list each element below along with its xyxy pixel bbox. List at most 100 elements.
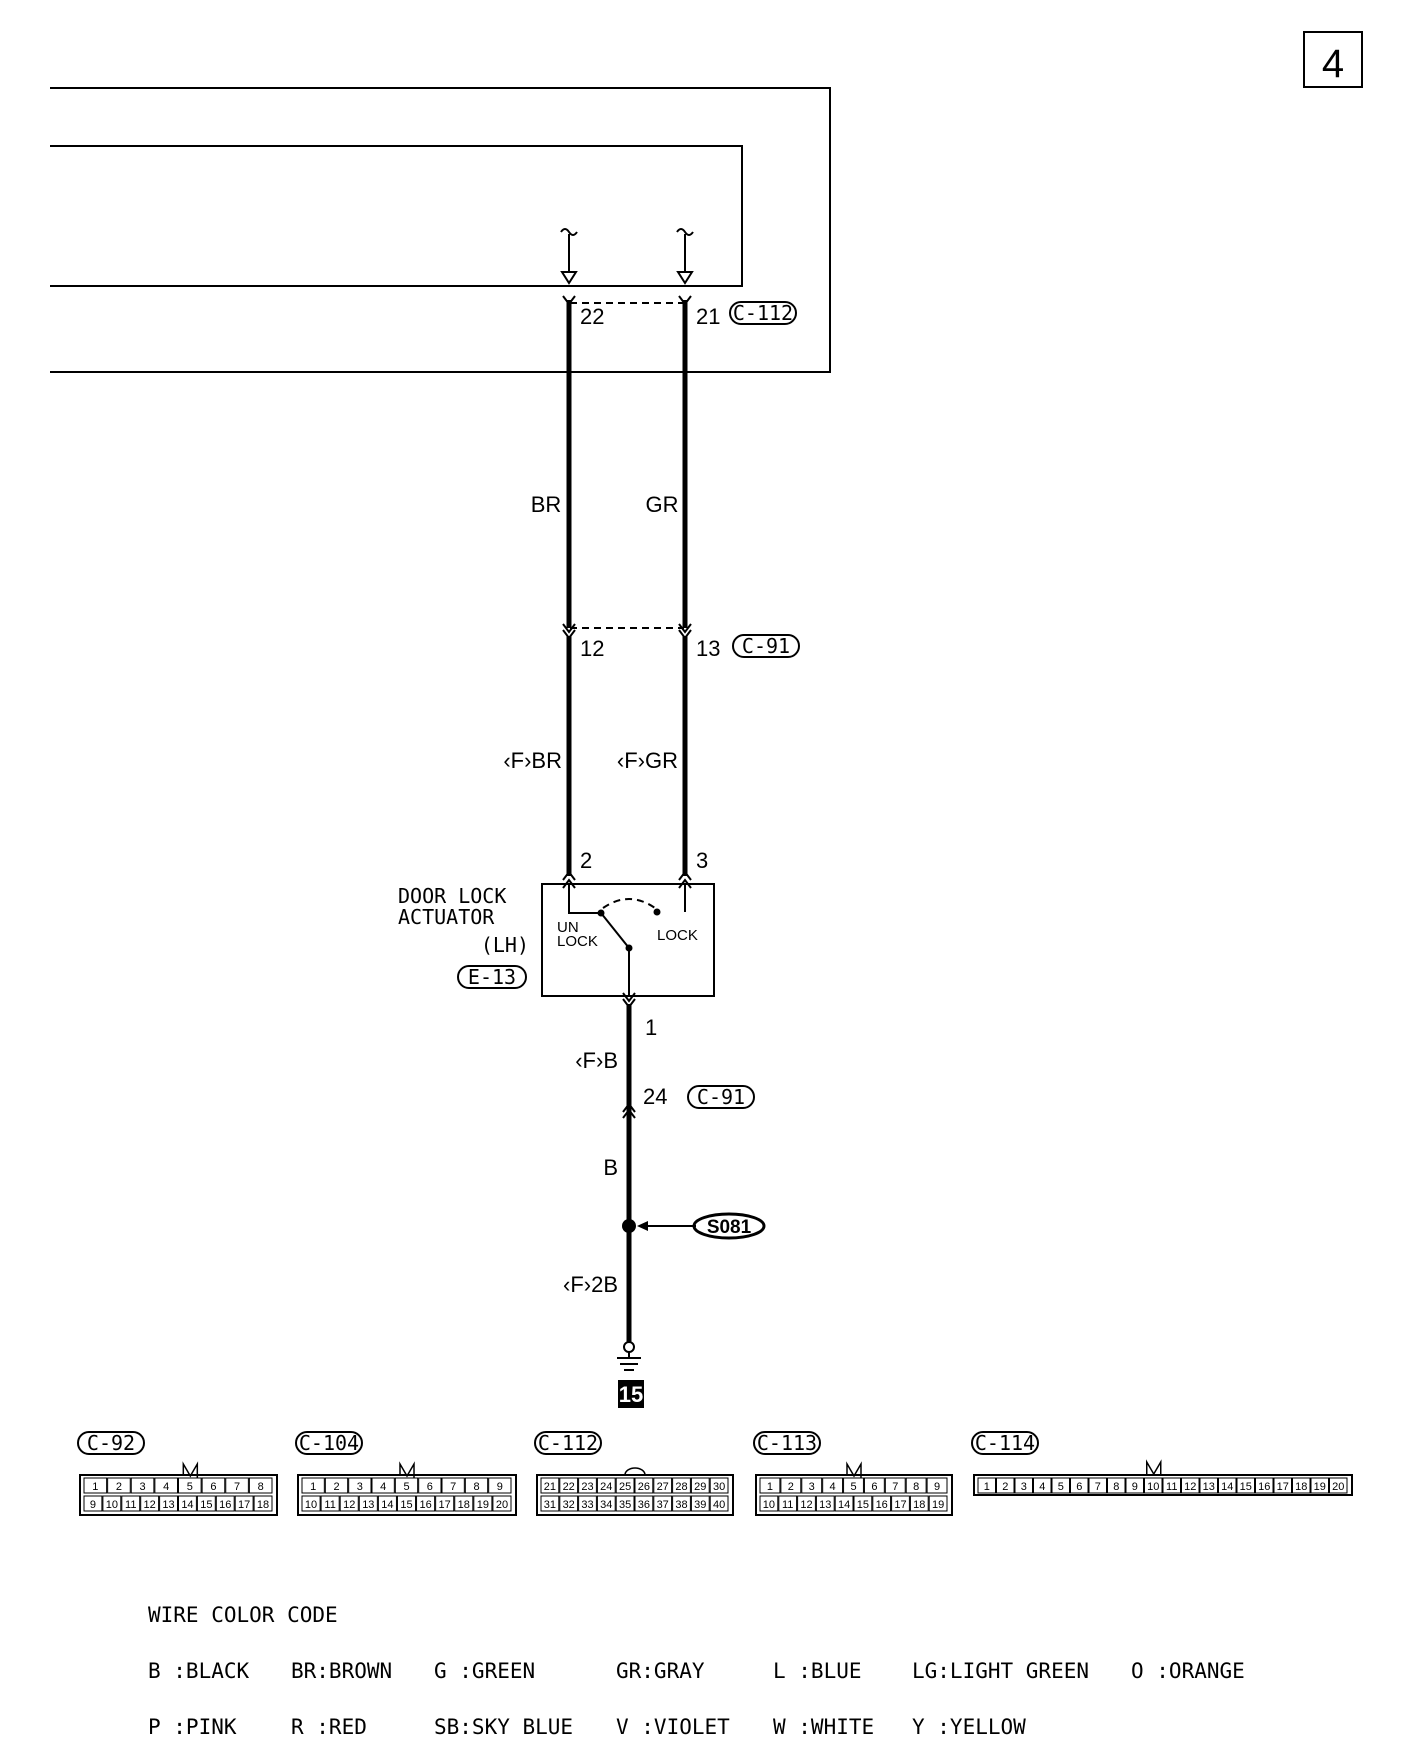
connector-pin-cell [178, 1477, 202, 1494]
connector-pin-cell [339, 1495, 359, 1512]
color-code: W :WHITE [773, 1715, 875, 1739]
connector-pin-cell [225, 1477, 249, 1494]
connector-pin-cell [690, 1477, 710, 1494]
connector-pin-cell [672, 1477, 691, 1494]
connector-pin-number: 32 [563, 1499, 575, 1511]
connector-pin-number: 39 [694, 1499, 706, 1511]
connector-pin-number: 9 [497, 1481, 503, 1493]
color-code: SB:SKY BLUE [434, 1715, 574, 1739]
connector-pin-cell [863, 1477, 885, 1494]
connector-pin-cell [759, 1495, 779, 1512]
color-code: GR:GRAY [616, 1659, 705, 1683]
connector-pin-cell [540, 1477, 560, 1494]
wire-f-br-label: ‹F›BR [503, 748, 562, 773]
connector-pin-cell [215, 1495, 235, 1512]
actuator-title-line1: DOOR LOCK [398, 884, 506, 908]
connector-pin-cell [358, 1495, 378, 1512]
connector-pin-number: 13 [819, 1499, 831, 1511]
connector-pin-cell [473, 1495, 493, 1512]
connector-pin-number: 14 [181, 1499, 193, 1511]
connector-view-label: C-113 [757, 1431, 817, 1455]
c91-pin24-chevron-a [622, 1102, 636, 1113]
ground-symbol [617, 1341, 641, 1371]
unlock-label-line1: UN [557, 919, 579, 936]
connector-pin-cell [178, 1495, 197, 1512]
pin-2-label: 2 [580, 848, 592, 873]
connector-pin-number: 5 [403, 1481, 409, 1493]
connector-key-notch [399, 1461, 415, 1478]
connector-pin-cell [1125, 1477, 1144, 1494]
connector-pin-number: 3 [357, 1481, 363, 1493]
connector-pin-cell [653, 1477, 673, 1494]
connector-pin-number: 1 [767, 1481, 773, 1493]
lock-contact [653, 908, 661, 916]
connector-pin-cell [834, 1495, 854, 1512]
connector-pin-number: 2 [116, 1481, 122, 1493]
connector-pin-cell [121, 1495, 141, 1512]
connector-pin-cell [1162, 1477, 1181, 1494]
connector-pin-number: 13 [1203, 1481, 1215, 1493]
actuator-side-label: (LH) [481, 933, 529, 957]
pin-22-label: 22 [580, 304, 604, 329]
connector-pin-number: 25 [619, 1481, 631, 1493]
connector-pin-number: 15 [857, 1499, 869, 1511]
connector-view-label: C-112 [538, 1431, 598, 1455]
connector-pin-number: 6 [871, 1481, 877, 1493]
connector-pin-number: 38 [675, 1499, 687, 1511]
pin-3-label: 3 [696, 848, 708, 873]
connector-pin-cell [394, 1477, 419, 1494]
connector-pin-number: 12 [800, 1499, 812, 1511]
connector-pin-cell [1014, 1477, 1033, 1494]
connector-pin-number: 3 [140, 1481, 146, 1493]
actuator-pin3-chevron-b [678, 878, 692, 889]
actuator-title-line2: ACTUATOR [398, 905, 495, 929]
connector-pin-cell [396, 1495, 417, 1512]
connector-pin-number: 19 [1314, 1481, 1326, 1493]
color-code: G :GREEN [434, 1659, 536, 1683]
c91-tag-a-label: C-91 [742, 634, 790, 658]
connector-pin-number: 18 [1295, 1481, 1307, 1493]
connector-pin-cell [996, 1477, 1015, 1494]
connector-pin-number: 2 [333, 1481, 339, 1493]
splice-point [622, 1219, 636, 1233]
connector-pin-number: 18 [913, 1499, 925, 1511]
connector-pin-cell [1255, 1477, 1274, 1494]
connector-pin-cell [83, 1495, 103, 1512]
connector-pin-number: 12 [343, 1499, 355, 1511]
wire-br-label: BR [531, 492, 562, 517]
connector-pin-number: 10 [1147, 1481, 1159, 1493]
connector-pin-cell [154, 1477, 178, 1494]
ground-number-box [618, 1380, 644, 1408]
connector-pin-cell [759, 1477, 781, 1494]
connector-pin-cell [140, 1495, 160, 1512]
c112-tag [729, 301, 797, 325]
connector-pin-number: 18 [458, 1499, 470, 1511]
connector-pin-cell [371, 1477, 395, 1494]
connector-pin-number: 12 [1184, 1481, 1196, 1493]
connector-pin-number: 6 [1076, 1481, 1082, 1493]
s081-tag-label: S081 [707, 1217, 752, 1238]
connector-pin-cell [926, 1477, 948, 1494]
color-code: P :PINK [148, 1715, 237, 1739]
connector-pin-number: 11 [324, 1499, 335, 1511]
connector-pin-number: 35 [619, 1499, 631, 1511]
connector-pin-cell [488, 1477, 512, 1494]
splice-arrowhead [637, 1221, 648, 1231]
connector-pin-number: 7 [234, 1481, 240, 1493]
connector-view-label: C-104 [299, 1431, 359, 1455]
connector-pin-cell [348, 1477, 372, 1494]
connector-pin-cell [690, 1495, 710, 1512]
c112-tag-label: C-112 [733, 301, 793, 325]
connector-pin-cell [248, 1477, 273, 1494]
connector-pin-cell [615, 1495, 635, 1512]
connector-pin-cell [301, 1495, 321, 1512]
pin-24-label: 24 [643, 1084, 667, 1109]
ground-number: 15 [619, 1382, 643, 1407]
connector-pin-cell [1329, 1477, 1348, 1494]
pin-12-label: 12 [580, 636, 604, 661]
connector-pin-number: 1 [310, 1481, 316, 1493]
